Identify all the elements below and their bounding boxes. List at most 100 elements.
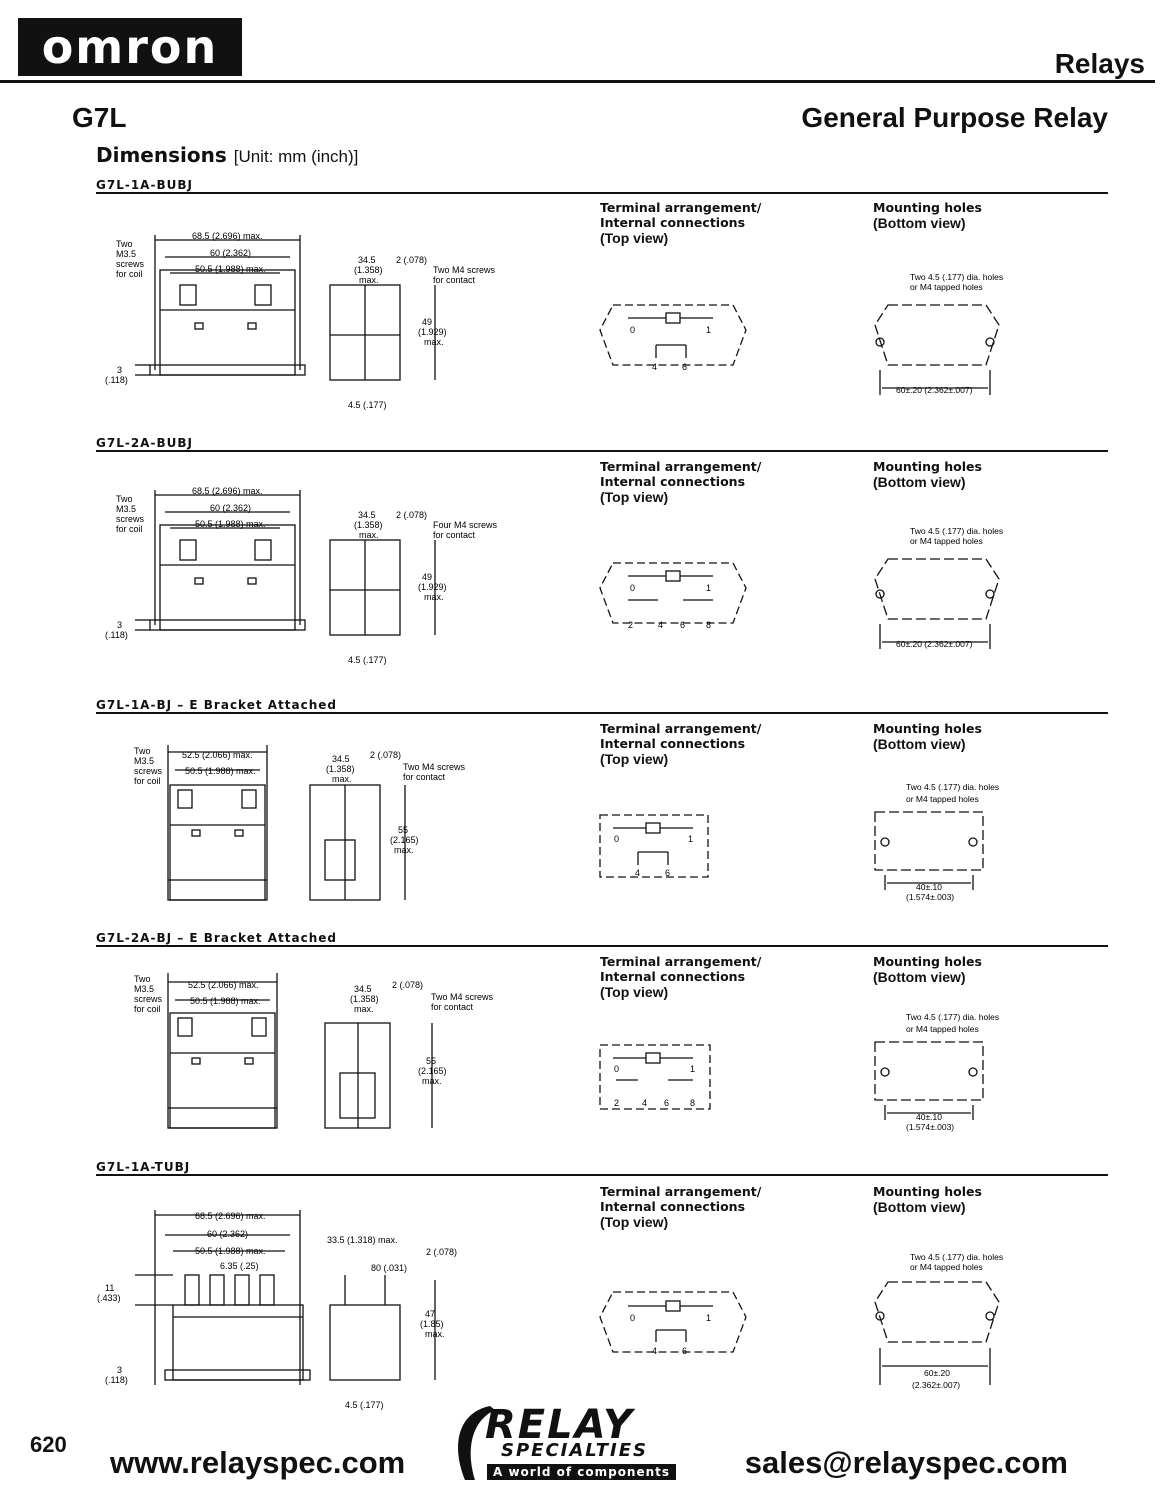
dim-label: 50.5 (1.988) max.	[195, 264, 266, 274]
dim-label: (2.165)	[390, 835, 419, 845]
coil-label: Two	[116, 239, 133, 249]
section-rule	[96, 945, 1108, 947]
dim-label: 60 (2.362)	[207, 1229, 248, 1239]
coil-label: Two	[134, 974, 151, 984]
dim-label: 33.5 (1.318) max.	[327, 1235, 398, 1245]
dim-label: (.118)	[105, 630, 128, 640]
mounting-heading: Mounting holes (Bottom view)	[873, 954, 982, 985]
section-title: Relays	[1054, 48, 1145, 79]
dimensions-unit: [Unit: mm (inch)]	[233, 147, 359, 166]
front-view-drawing: Two M3.5 screws for coil 68.5 (2.696) ma…	[105, 231, 496, 410]
model-title: G7L-1A-TUBJ	[96, 1160, 191, 1174]
dim-label: (2.165)	[418, 1066, 447, 1076]
terminal-diagram: 0 1 4 6	[599, 304, 747, 372]
terminal-diagram: 0 1 2 4 6 8	[599, 1044, 711, 1110]
dim-label: 3	[117, 365, 122, 375]
dim-label: 11	[105, 1283, 114, 1293]
terminal-label: 0	[614, 1064, 619, 1074]
dim-label: max.	[394, 845, 414, 855]
dim-label: (1.358)	[350, 994, 379, 1004]
dim-label: 50.5 (1.988) max.	[190, 996, 261, 1006]
dim-label: (1.358)	[354, 520, 383, 530]
coil-label: M3.5	[134, 756, 154, 766]
holes-label: Two 4.5 (.177) dia. holes	[910, 1252, 1003, 1262]
model-title: G7L-2A-BUBJ	[96, 436, 193, 450]
holes-label: or M4 tapped holes	[910, 282, 983, 292]
coil-label: for coil	[134, 1004, 161, 1014]
swoosh-icon	[458, 1406, 495, 1480]
dim-label: 47	[425, 1309, 435, 1319]
holes-label: Two 4.5 (.177) dia. holes	[910, 272, 1003, 282]
dim-label: (.118)	[105, 1375, 128, 1385]
terminal-label: 0	[630, 325, 635, 335]
coil-label: screws	[116, 259, 145, 269]
dim-label: (1.358)	[354, 265, 383, 275]
dim-label: Four M4 screws	[433, 520, 498, 530]
model-title: G7L-2A-BJ – E Bracket Attached	[96, 931, 338, 945]
dim-label: (1.929)	[418, 582, 447, 592]
dim-label: (1.358)	[326, 764, 355, 774]
terminal-label: 0	[630, 583, 635, 593]
terminal-label: 1	[706, 1313, 711, 1323]
dim-label: max.	[425, 1329, 445, 1339]
dim-label: (1.85)	[420, 1319, 444, 1329]
mounting-diagram: Two 4.5 (.177) dia. holes or M4 tapped h…	[874, 1012, 999, 1132]
page-number: 620	[30, 1432, 67, 1457]
dim-label: 68.5 (2.696) max.	[195, 1211, 266, 1221]
coil-label: M3.5	[116, 504, 136, 514]
model-title: G7L-1A-BUBJ	[96, 178, 193, 192]
relay-specialties-logo: RELAY SPECIALTIES A world of components	[445, 1402, 700, 1486]
terminal-heading: Terminal arrangement/Internal connection…	[600, 1184, 762, 1230]
terminal-label: 6	[664, 1098, 669, 1108]
dim-label: 49	[422, 317, 432, 327]
website-link[interactable]: www.relayspec.com	[110, 1445, 406, 1480]
holes-label: or M4 tapped holes	[906, 794, 979, 804]
terminal-label: 2	[628, 620, 633, 630]
front-view-drawing: Two M3.5 screws for coil 68.5 (2.696) ma…	[105, 486, 498, 665]
dim-label: 3	[117, 620, 122, 630]
dim-label: 68.5 (2.696) max.	[192, 486, 263, 496]
spacing-label: 40±.10	[916, 882, 942, 892]
coil-label: screws	[134, 766, 163, 776]
spacing-label: (1.574±.003)	[906, 892, 954, 902]
dim-label: for contact	[433, 530, 476, 540]
front-view-drawing: Two M3.5 screws for coil 52.5 (2.066) ma…	[134, 745, 466, 901]
dim-label: max.	[359, 530, 379, 540]
terminal-label: 1	[688, 834, 693, 844]
terminal-label: 0	[630, 1313, 635, 1323]
mounting-heading: Mounting holes (Bottom view)	[873, 459, 982, 490]
model-title: G7L-1A-BJ – E Bracket Attached	[96, 698, 338, 712]
holes-label: Two 4.5 (.177) dia. holes	[910, 526, 1003, 536]
spacing-label: 60±.20	[924, 1368, 950, 1378]
terminal-label: 4	[635, 868, 640, 878]
mounting-heading: Mounting holes (Bottom view)	[873, 1184, 982, 1215]
dim-label: 55	[426, 1056, 436, 1066]
dim-label: 50.5 (1.988) max.	[185, 766, 256, 776]
terminal-diagram: 0 1 4 6	[599, 814, 709, 878]
mounting-diagram: Two 4.5 (.177) dia. holes or M4 tapped h…	[874, 272, 1003, 395]
dim-label: max.	[424, 592, 444, 602]
email-link[interactable]: sales@relayspec.com	[744, 1445, 1068, 1480]
dim-label: 2 (.078)	[396, 510, 427, 520]
terminal-heading: Terminal arrangement/Internal connection…	[600, 459, 762, 505]
dim-label: 6.35 (.25)	[220, 1261, 259, 1271]
terminal-label: 6	[665, 868, 670, 878]
dim-label: (.433)	[97, 1293, 121, 1303]
front-view-drawing: Two M3.5 screws for coil 52.5 (2.066) ma…	[134, 973, 494, 1129]
coil-label: screws	[116, 514, 145, 524]
spacing-label: 60±.20 (2.362±.007)	[896, 385, 973, 395]
terminal-label: 6	[682, 362, 687, 372]
series-name: G7L	[72, 102, 127, 133]
dim-label: (.118)	[105, 375, 128, 385]
dim-label: max.	[332, 774, 352, 784]
front-view-drawing: 68.5 (2.696) max. 60 (2.362) 50.5 (1.988…	[97, 1210, 457, 1410]
coil-label: for coil	[116, 269, 143, 279]
section-rule	[96, 1174, 1108, 1176]
coil-label: screws	[134, 994, 163, 1004]
spacing-label: 40±.10	[916, 1112, 942, 1122]
dim-label: 68.5 (2.696) max.	[192, 231, 263, 241]
dim-label: max.	[424, 337, 444, 347]
coil-label: Two	[134, 746, 151, 756]
terminal-diagram: 0 1 2 4 6 8	[599, 562, 747, 630]
terminal-diagram: 0 1 4 6	[599, 1291, 747, 1356]
